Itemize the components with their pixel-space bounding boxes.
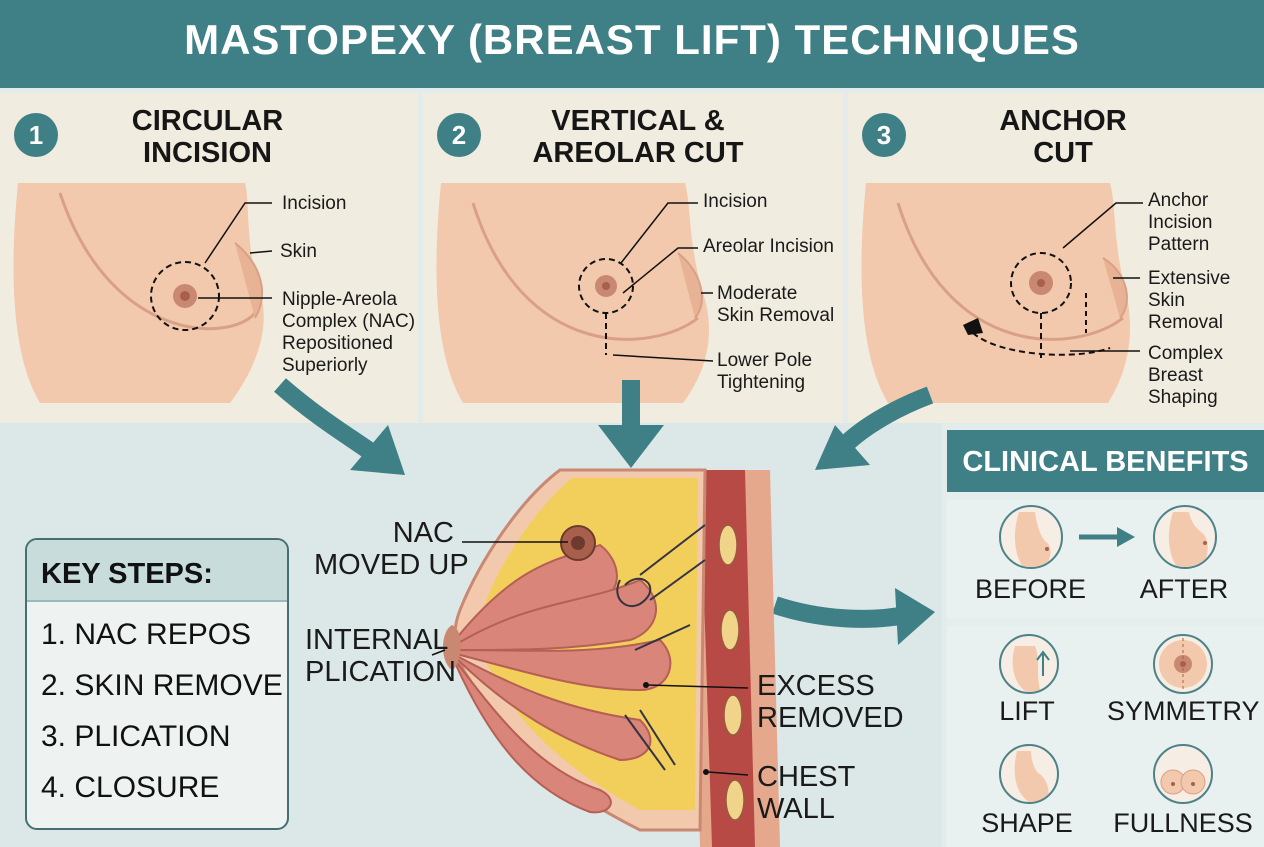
clinical-benefits-panel: CLINICAL BENEFITS BEFORE AFTER LIFT SYMM…: [947, 430, 1264, 847]
label-complex-breast-shaping: Complex Breast Shaping: [1148, 343, 1223, 408]
label-nac-moved-up: NAC: [392, 517, 454, 549]
label-extensive-skin-removal: Extensive Skin Removal: [1148, 268, 1231, 333]
before-after-arrow: [1079, 527, 1135, 547]
flow-arrow-4-head: [895, 588, 935, 645]
panel-circular-incision: 1 CIRCULAR INCISION Incision Skin Nipple…: [0, 93, 418, 423]
panel-vertical-areolar-cut: 2 VERTICAL & AREOLAR CUT Incision Areola…: [423, 93, 843, 423]
shape-icon: [999, 744, 1059, 804]
fullness-label: FULLNESS: [1113, 808, 1253, 838]
label-incision: Incision: [282, 193, 347, 214]
key-steps-header: KEY STEPS:: [27, 540, 287, 602]
flow-arrow-1-head: [350, 425, 405, 475]
step-number-badge: 1: [14, 113, 58, 157]
symmetry-icon: [1153, 634, 1213, 694]
flow-arrow-1: [274, 378, 381, 463]
label-lower-pole-tightening: Lower Pole Tightening: [717, 350, 813, 393]
flow-arrow-2: [622, 380, 640, 428]
label-nac-moved-up-2: MOVED UP: [314, 549, 469, 581]
key-step-item: 3. PLICATION: [41, 720, 231, 753]
clinical-benefits-header: CLINICAL BENEFITS: [947, 430, 1264, 492]
after-icon: [1153, 505, 1217, 569]
after-label: AFTER: [1139, 574, 1229, 604]
step-number-badge: 3: [862, 113, 906, 157]
symmetry-label: SYMMETRY: [1107, 696, 1260, 726]
flow-arrow-4: [772, 596, 907, 628]
panel-title: VERTICAL & AREOLAR CUT: [532, 105, 744, 169]
flow-arrow-3: [838, 386, 934, 452]
shape-label: SHAPE: [981, 808, 1073, 838]
key-steps-box: KEY STEPS: 1. NAC REPOS 2. SKIN REMOVE 3…: [25, 538, 289, 830]
breast-illustration-2: [436, 183, 714, 403]
before-after-section: BEFORE AFTER: [947, 500, 1264, 618]
panel-title: CIRCULAR INCISION: [131, 105, 284, 169]
fullness-icon: [1153, 744, 1213, 804]
label-moderate-skin-removal: Moderate Skin Removal: [717, 283, 835, 326]
panel-anchor-cut: 3 ANCHOR CUT Anchor Incision Pattern Ext…: [848, 93, 1264, 423]
panel-title: ANCHOR CUT: [999, 105, 1127, 169]
label-nac-repositioned: Nipple-Areola Complex (NAC) Repositioned…: [282, 289, 416, 376]
before-label: BEFORE: [975, 574, 1087, 604]
label-incision: Incision: [703, 191, 768, 212]
key-step-item: 2. SKIN REMOVE: [41, 669, 283, 702]
label-internal-plication: INTERNAL PLICATION: [305, 624, 456, 688]
leader-lines: [431, 541, 749, 776]
lift-label: LIFT: [999, 696, 1055, 726]
key-step-item: 1. NAC REPOS: [41, 618, 252, 651]
label-areolar-incision: Areolar Incision: [703, 236, 834, 257]
flow-arrow-2-head: [598, 425, 664, 468]
breast-illustration-1: [13, 183, 273, 403]
benefits-grid: LIFT SYMMETRY SHAPE FULLNESS: [947, 626, 1264, 847]
label-anchor-incision-pattern: Anchor Incision Pattern: [1148, 190, 1213, 255]
nipple: [443, 625, 461, 670]
title-bar: MASTOPEXY (BREAST LIFT) TECHNIQUES: [0, 0, 1264, 88]
before-icon: [999, 505, 1063, 569]
muscle-layer: [700, 470, 755, 847]
step-number-badge: 2: [437, 113, 481, 157]
label-excess-removed: EXCESS REMOVED: [757, 670, 904, 734]
key-step-item: 4. CLOSURE: [41, 771, 220, 804]
lift-icon: [999, 634, 1059, 694]
flow-arrow-3-head: [815, 425, 870, 470]
label-skin: Skin: [280, 241, 317, 262]
label-chest-wall: CHEST WALL: [757, 761, 856, 825]
breast-illustration-3: [861, 183, 1143, 403]
page-title: MASTOPEXY (BREAST LIFT) TECHNIQUES: [184, 16, 1080, 63]
suture-lines: [616, 524, 706, 771]
